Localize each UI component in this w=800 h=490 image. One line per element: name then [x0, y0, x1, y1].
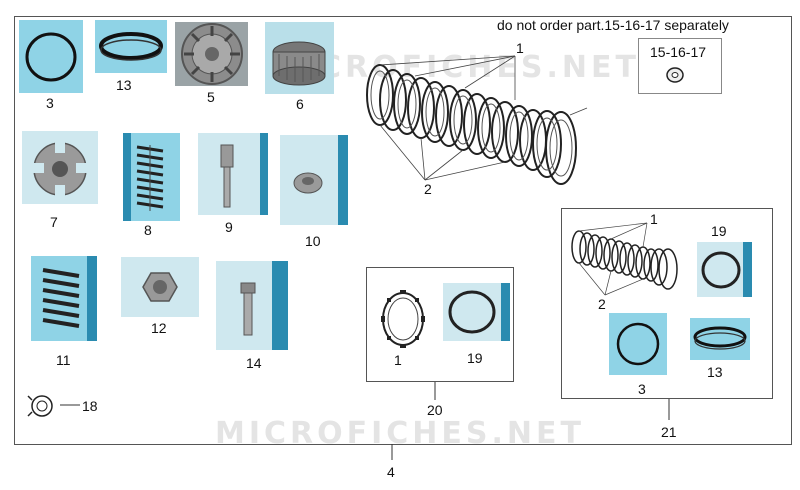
kit-label: 15-16-17 [650, 44, 707, 60]
label-part-1-main: 1 [516, 40, 524, 56]
photo-part-14 [216, 261, 288, 350]
label-part-1-kit21: 1 [650, 211, 658, 227]
friction-plate-icon [381, 290, 425, 348]
photo-part-6 [265, 22, 334, 94]
photo-part-19-b [697, 242, 752, 297]
photo-part-19-a [443, 283, 510, 341]
clutch-plate-stack [366, 55, 588, 185]
photo-part-3-kit21 [609, 313, 667, 375]
label-part-14: 14 [246, 355, 262, 371]
photo-part-11 [31, 256, 97, 341]
photo-part-10 [280, 135, 348, 225]
label-part-2-main: 2 [424, 181, 432, 197]
washer-icon [666, 67, 684, 83]
label-part-12: 12 [151, 320, 167, 336]
label-part-4: 4 [387, 464, 395, 480]
outer-frame [14, 16, 792, 445]
label-part-3: 3 [46, 95, 54, 111]
label-part-19-kit21: 19 [711, 223, 727, 239]
label-part-20: 20 [427, 402, 443, 418]
label-part-21: 21 [661, 424, 677, 440]
label-part-18: 18 [82, 398, 98, 414]
label-part-6: 6 [296, 96, 304, 112]
label-part-1-kit20: 1 [394, 352, 402, 368]
circlip-icon [27, 395, 53, 417]
label-part-10: 10 [305, 233, 321, 249]
photo-part-13-kit21 [690, 318, 750, 360]
label-part-5: 5 [207, 89, 215, 105]
photo-part-3 [19, 20, 83, 93]
photo-part-12 [121, 257, 199, 317]
watermark-bottom: MICROFICHES.NET [215, 416, 585, 451]
label-part-11: 11 [56, 352, 71, 368]
clutch-plate-stack-small [571, 222, 678, 296]
label-part-2-kit21: 2 [598, 296, 606, 312]
kit-box-20 [366, 267, 514, 382]
photo-part-13 [95, 20, 167, 73]
label-part-13-kit21: 13 [707, 364, 723, 380]
photo-part-5 [175, 22, 248, 86]
label-part-13-top: 13 [116, 77, 132, 93]
photo-part-8 [123, 133, 180, 221]
label-part-3-kit21: 3 [638, 381, 646, 397]
photo-part-7 [22, 131, 98, 204]
header-note: do not order part.15-16-17 separately [497, 17, 729, 33]
kit-box-21 [561, 208, 773, 399]
photo-part-9 [198, 133, 268, 215]
label-part-19-kit20: 19 [467, 350, 483, 366]
label-part-8: 8 [144, 222, 152, 238]
kit-box [638, 38, 722, 94]
label-part-7: 7 [50, 214, 58, 230]
label-part-9: 9 [225, 219, 233, 235]
